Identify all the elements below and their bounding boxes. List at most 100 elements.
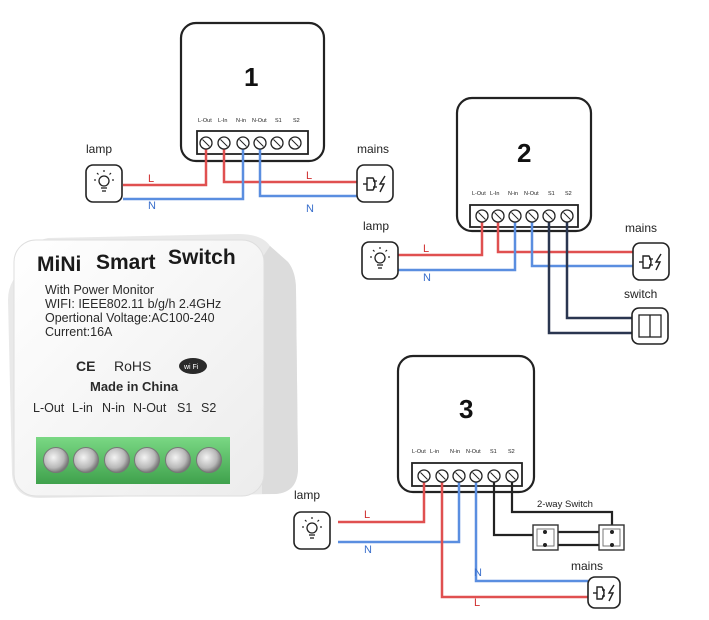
terminal-label: L-in — [72, 401, 93, 415]
wire-label: N — [423, 272, 431, 284]
spec-line: WIFI: IEEE802.11 b/g/h 2.4GHz — [45, 297, 221, 311]
mains-label: mains — [625, 221, 657, 235]
wire-label: N — [474, 567, 482, 579]
terminal-screw — [217, 136, 231, 150]
terminal-label: N-Out — [133, 401, 167, 415]
neutral-wire — [338, 476, 461, 544]
terminal-label: S1 — [548, 191, 555, 197]
terminal-screw — [491, 209, 505, 223]
module-box — [396, 354, 536, 494]
terminal-label: N-Out — [466, 449, 481, 455]
terminal-screw — [270, 136, 284, 150]
wifi-logo-icon: wi Fi — [179, 358, 207, 374]
live-wire — [398, 217, 484, 257]
terminal-screw — [104, 447, 130, 473]
wire-label: L — [474, 597, 480, 609]
terminal-screw — [542, 209, 556, 223]
diagram-1: 1 L-Out L-In N-in N-Out S1 S2 L N L N la… — [85, 21, 394, 215]
terminal-label: N-in — [236, 118, 246, 124]
lamp-label: lamp — [86, 142, 112, 156]
terminal-label: S1 — [177, 401, 192, 415]
product-title-smart: Smart — [96, 251, 156, 274]
switch-wire — [492, 476, 545, 537]
terminal-screw — [525, 209, 539, 223]
terminal-label: L-Out — [472, 191, 486, 197]
terminal-label: N-in — [102, 401, 125, 415]
diagram-number: 2 — [517, 138, 531, 168]
terminal-label: L-in — [430, 449, 439, 455]
terminal-label: N-Out — [524, 191, 539, 197]
spec-line: Current:16A — [45, 325, 113, 339]
terminal-screw — [73, 447, 99, 473]
terminal-screw — [475, 209, 489, 223]
lamp-label: lamp — [363, 219, 389, 233]
mains-plug-icon — [587, 576, 621, 609]
diagram-number: 3 — [459, 394, 473, 424]
module-box — [455, 96, 593, 233]
terminal-label: N-in — [450, 449, 460, 455]
diagram-3: 3 L-Out L-in N-in N-Out S1 S2 L N N L — [293, 354, 625, 609]
terminal-label: S2 — [565, 191, 572, 197]
terminal-screw — [199, 136, 213, 150]
rohs-mark: RoHS — [114, 358, 151, 374]
terminal-label: L-Out — [198, 118, 212, 124]
made-in-label: Made in China — [90, 379, 179, 394]
terminal-label: S2 — [293, 118, 300, 124]
terminal-label: N-Out — [252, 118, 267, 124]
mains-label: mains — [357, 142, 389, 156]
live-wire — [496, 217, 633, 254]
neutral-wire — [123, 143, 245, 201]
live-wire — [440, 476, 588, 599]
switch-wire — [510, 476, 614, 528]
ce-mark: CE — [76, 358, 95, 374]
terminal-screw — [253, 136, 267, 150]
neutral-wire — [258, 143, 357, 198]
wire-label: N — [306, 203, 314, 215]
lamp-label: lamp — [294, 488, 320, 502]
module-box — [179, 21, 326, 163]
live-wire — [338, 476, 426, 524]
terminal-screw — [487, 469, 501, 483]
lamp-icon — [293, 511, 331, 550]
live-wire — [123, 143, 208, 187]
terminal-label: S2 — [201, 401, 216, 415]
product-title-mini: MiNi — [37, 253, 81, 276]
spec-line: Opertional Voltage:AC100-240 — [45, 311, 215, 325]
svg-text:wi Fi: wi Fi — [183, 364, 199, 371]
terminal-screw — [505, 469, 519, 483]
terminal-screw — [435, 469, 449, 483]
lamp-icon — [361, 241, 399, 280]
terminal-screw — [469, 469, 483, 483]
wire-label: L — [364, 509, 370, 521]
neutral-wire — [530, 217, 633, 268]
product-device: MiNi Smart Switch With Power Monitor WIF… — [8, 234, 298, 498]
terminal-screw — [288, 136, 302, 150]
twoway-switch-icon — [598, 524, 625, 551]
neutral-wire — [398, 217, 517, 272]
mains-label: mains — [571, 559, 603, 573]
terminal-screw — [508, 209, 522, 223]
mains-plug-icon — [632, 242, 670, 281]
terminal-screw — [452, 469, 466, 483]
terminal-screw — [134, 447, 160, 473]
terminal-screw — [417, 469, 431, 483]
spec-line: With Power Monitor — [45, 283, 154, 297]
terminal-screw — [560, 209, 574, 223]
terminal-label: S1 — [275, 118, 282, 124]
wire-label: L — [423, 243, 429, 255]
twoway-switch-icon — [532, 524, 559, 551]
terminal-label: L-In — [218, 118, 227, 124]
twoway-switch-label: 2-way Switch — [537, 499, 593, 510]
product-terminal-labels: L-Out L-in N-in N-Out S1 S2 — [33, 401, 216, 415]
lamp-icon — [85, 164, 123, 203]
wire-label: N — [148, 200, 156, 212]
wire-label: L — [148, 173, 154, 185]
terminal-screws — [43, 447, 222, 473]
terminal-label: L-Out — [33, 401, 65, 415]
terminal-screw — [165, 447, 191, 473]
diagram-number: 1 — [244, 62, 258, 92]
terminal-label: L-Out — [412, 449, 426, 455]
live-wire — [222, 143, 357, 184]
terminal-screw — [43, 447, 69, 473]
diagram-2: 2 L-Out L-In N-in N-Out S1 S2 L N lamp — [361, 96, 670, 345]
